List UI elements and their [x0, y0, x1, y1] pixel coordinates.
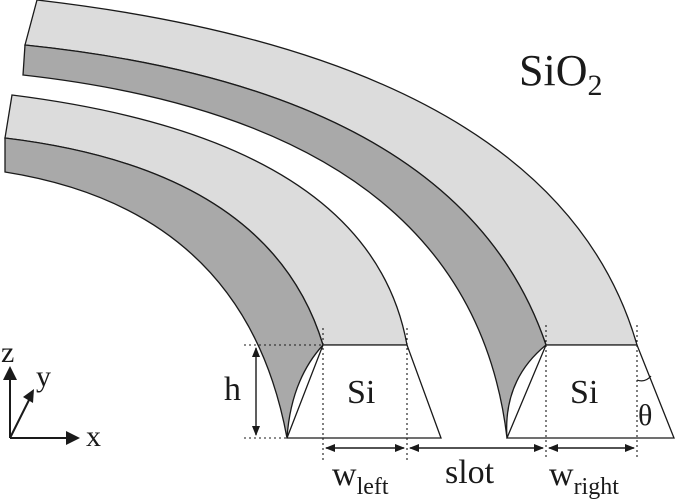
coordinate-axes — [3, 366, 80, 445]
y-axis-arrowhead — [23, 389, 34, 403]
width-left-label: wleft — [332, 456, 389, 500]
z-axis-label: z — [1, 336, 14, 369]
width-right-label-subscript: right — [574, 474, 620, 500]
z-axis-arrowhead — [3, 366, 17, 380]
x-axis-label: x — [86, 420, 101, 453]
core-left-label: Si — [347, 374, 375, 411]
y-axis-label: y — [36, 360, 51, 393]
right-waveguide-side-face — [22, 44, 547, 439]
theta-angle-arc — [636, 375, 652, 382]
width-right-label-main: w — [549, 456, 574, 493]
cladding-label-main: SiO — [519, 46, 587, 95]
width-left-label-main: w — [332, 456, 357, 493]
cladding-label: SiO2 — [519, 46, 602, 102]
width-left-label-subscript: left — [357, 474, 389, 500]
dimension-guides — [244, 325, 638, 460]
dimension-arrows — [252, 347, 635, 452]
height-label: h — [224, 371, 241, 408]
cladding-label-subscript: 2 — [587, 69, 602, 102]
x-axis-arrowhead — [66, 431, 80, 445]
left-waveguide-front-face — [286, 344, 442, 439]
y-axis — [9, 397, 31, 439]
right-waveguide-front-face — [506, 344, 675, 439]
left-waveguide — [4, 94, 442, 439]
core-right-label: Si — [570, 374, 598, 411]
theta-label: θ — [638, 399, 652, 432]
left-waveguide-side-face — [4, 137, 324, 439]
width-right-label: wright — [549, 456, 619, 500]
slot-label: slot — [445, 454, 495, 491]
right-waveguide — [22, 0, 675, 439]
